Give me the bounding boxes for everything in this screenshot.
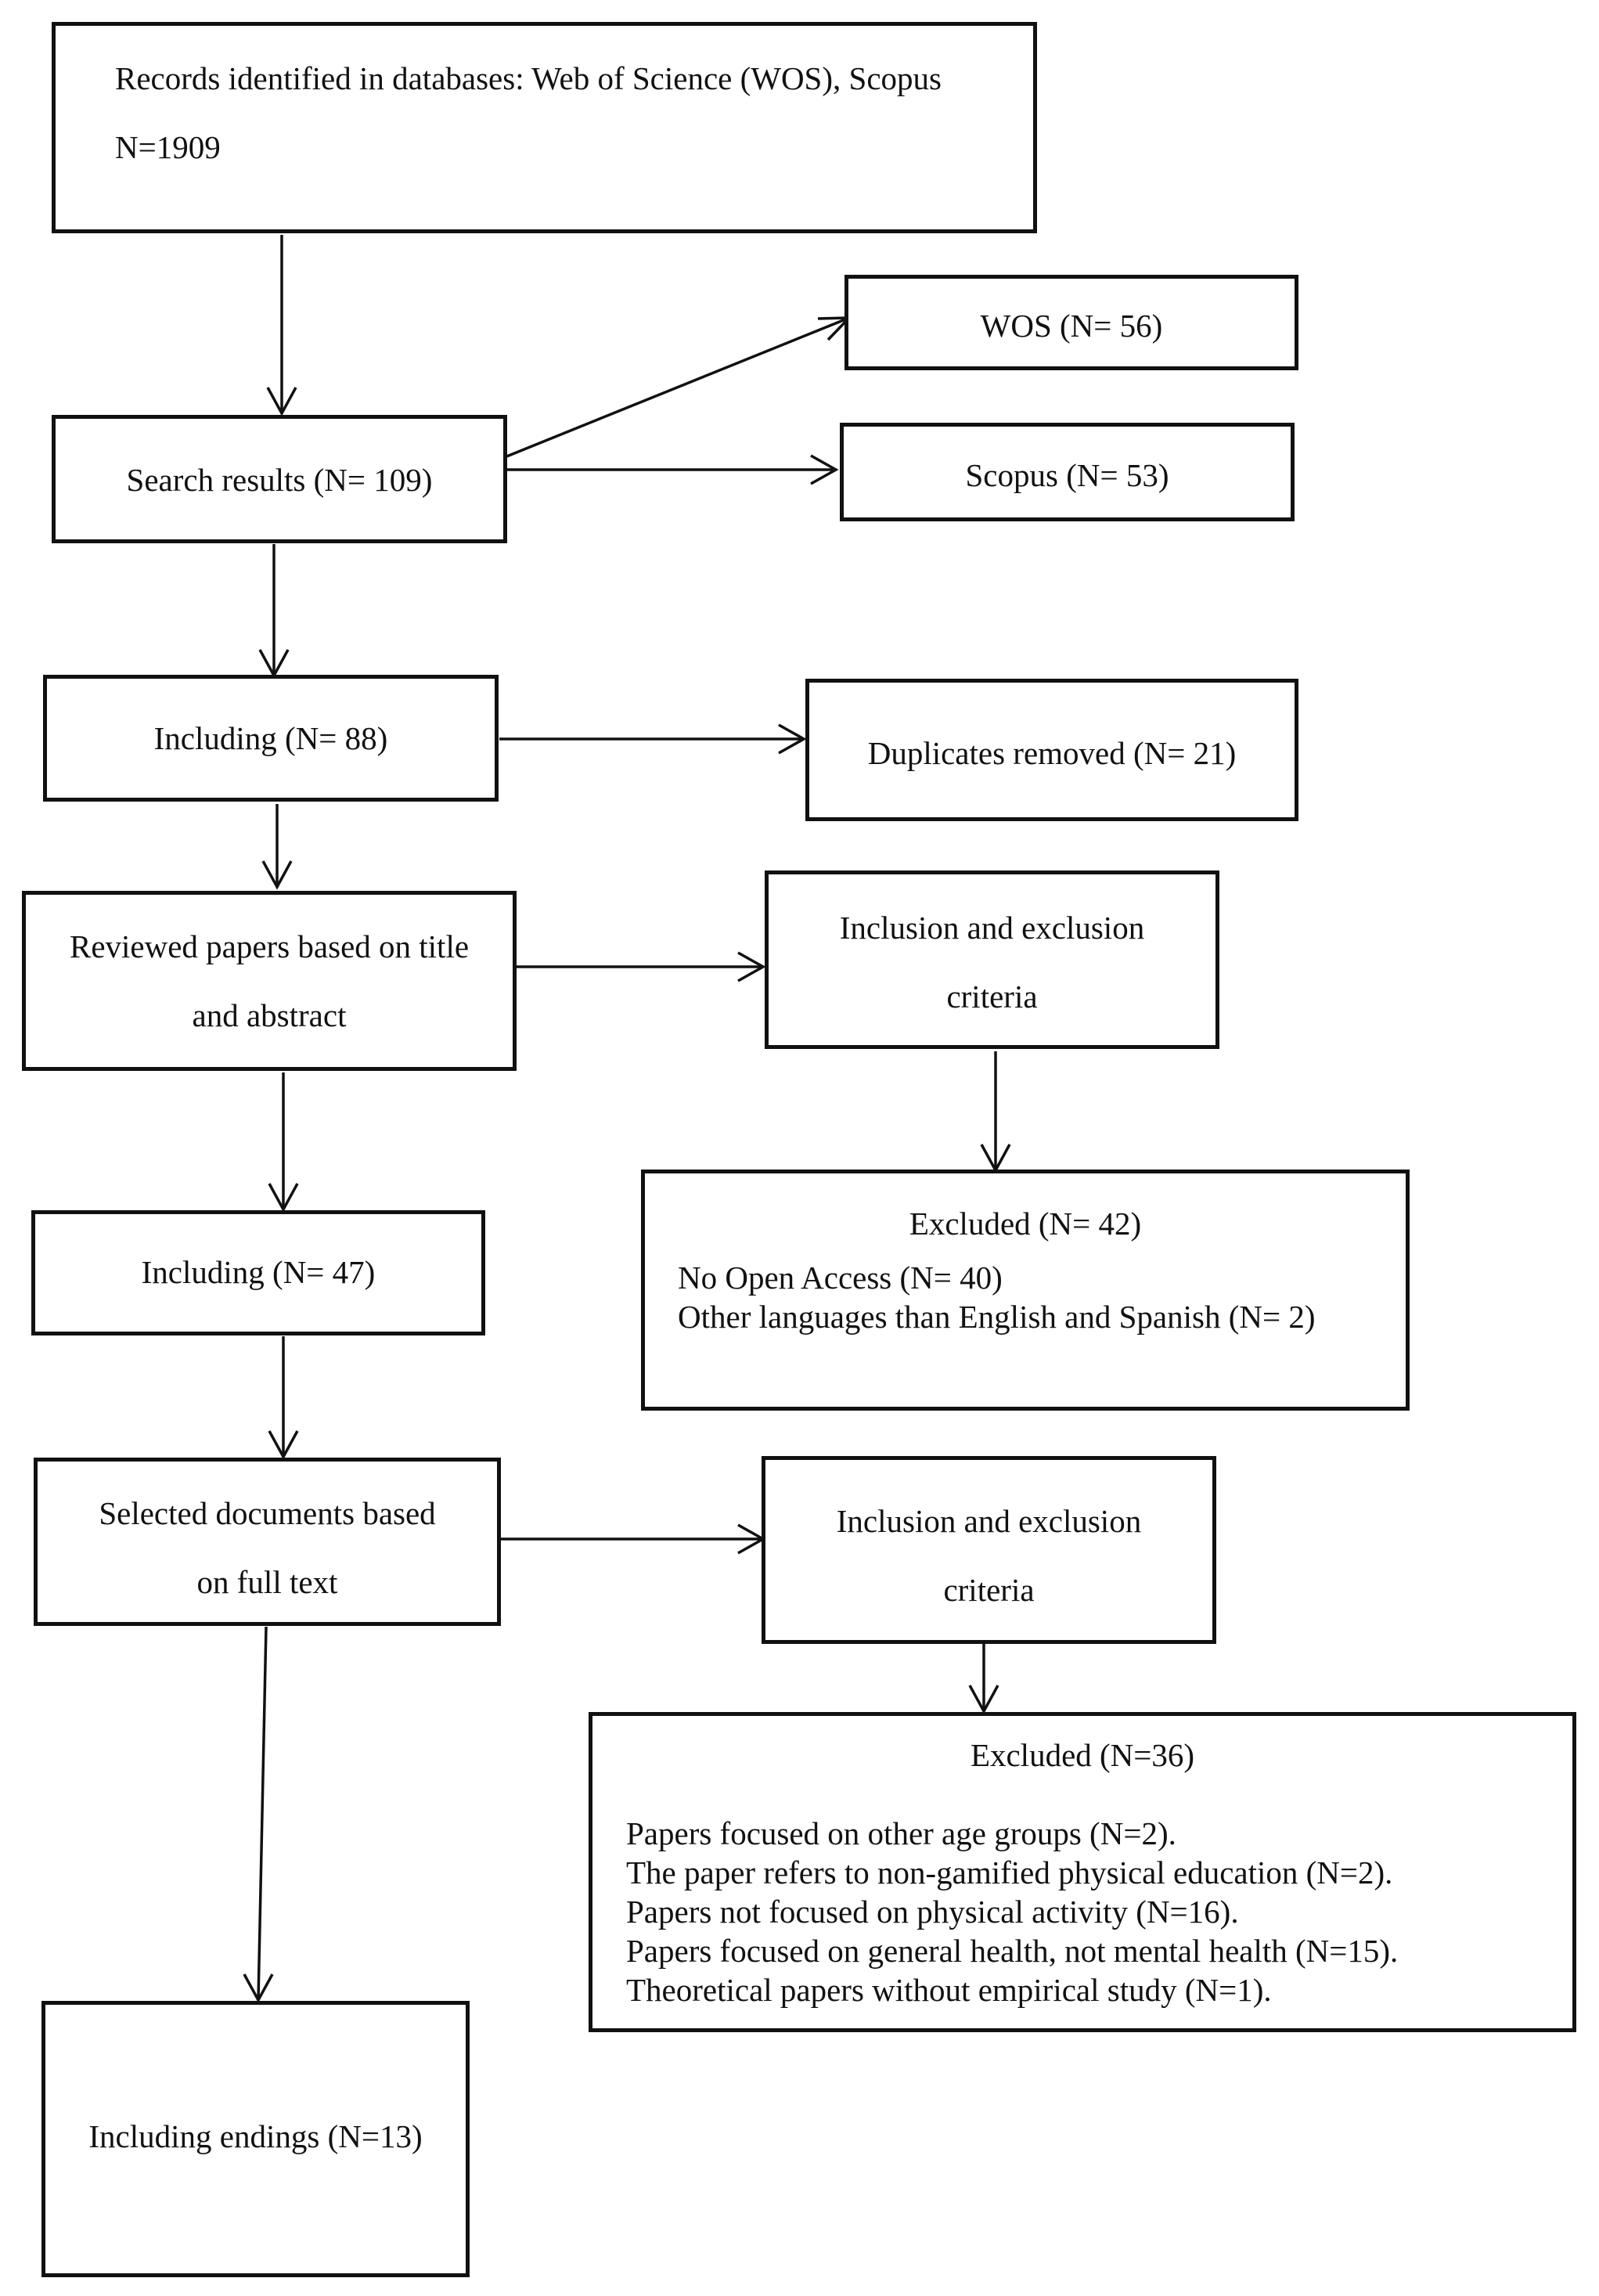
search-results-box: Search results (N= 109) bbox=[52, 415, 507, 543]
arrowhead bbox=[968, 1685, 999, 1714]
excluded-2-title: Excluded (N=36) bbox=[970, 1737, 1195, 1773]
criteria-box-1: Inclusion and exclusion criteria bbox=[765, 870, 1219, 1049]
excluded-1-item: No Open Access (N= 40) bbox=[678, 1260, 1003, 1296]
records-box: Records identified in databases: Web of … bbox=[52, 22, 1037, 233]
arrowhead bbox=[268, 1430, 299, 1460]
excluded-2-item: Theoretical papers without empirical stu… bbox=[626, 1972, 1272, 2008]
including-endings-label: Including endings (N=13) bbox=[88, 2118, 423, 2154]
criteria-2-line2: criteria bbox=[943, 1572, 1035, 1608]
search-results-label: Search results (N= 109) bbox=[126, 462, 433, 498]
wos-label: WOS (N= 56) bbox=[980, 308, 1163, 344]
reviewed-line1: Reviewed papers based on title bbox=[69, 928, 470, 964]
excluded-2-item: Papers not focused on physical activity … bbox=[626, 1894, 1239, 1930]
excluded-2-item: The paper refers to non-gamified physica… bbox=[626, 1854, 1393, 1891]
selected-line2: on full text bbox=[196, 1564, 338, 1600]
records-line1: Records identified in databases: Web of … bbox=[115, 60, 942, 96]
duplicates-box: Duplicates removed (N= 21) bbox=[805, 679, 1298, 821]
criteria-1-line1: Inclusion and exclusion bbox=[839, 910, 1145, 946]
arrowhead bbox=[737, 951, 766, 982]
including-88-label: Including (N= 88) bbox=[153, 720, 388, 756]
records-line2: N=1909 bbox=[115, 129, 221, 165]
reviewed-papers-box: Reviewed papers based on title and abstr… bbox=[22, 891, 517, 1071]
selected-line1: Selected documents based bbox=[99, 1495, 436, 1531]
arrowhead bbox=[261, 860, 293, 890]
excluded-1-item: Other languages than English and Spanish… bbox=[678, 1299, 1316, 1335]
excluded-2-item: Papers focused on other age groups (N=2)… bbox=[626, 1815, 1176, 1851]
duplicates-label: Duplicates removed (N= 21) bbox=[867, 735, 1237, 771]
criteria-1-line2: criteria bbox=[946, 979, 1038, 1015]
including-47-box: Including (N= 47) bbox=[31, 1210, 485, 1335]
including-endings-box: Including endings (N=13) bbox=[41, 2001, 470, 2277]
reviewed-line2: and abstract bbox=[192, 997, 347, 1033]
criteria-2-line1: Inclusion and exclusion bbox=[836, 1503, 1142, 1539]
including-47-label: Including (N= 47) bbox=[141, 1254, 376, 1290]
criteria-box-2: Inclusion and exclusion criteria bbox=[762, 1456, 1216, 1644]
scopus-label: Scopus (N= 53) bbox=[965, 457, 1169, 493]
excluded-1-title: Excluded (N= 42) bbox=[909, 1206, 1142, 1242]
arrowhead bbox=[810, 454, 839, 485]
arrowhead bbox=[266, 387, 297, 416]
arrow-selected-to-endings bbox=[257, 1626, 268, 2001]
arrowhead bbox=[778, 723, 807, 755]
excluded-box-2: Excluded (N=36) Papers focused on other … bbox=[589, 1712, 1576, 2032]
excluded-box-1: Excluded (N= 42) No Open Access (N= 40) … bbox=[641, 1170, 1410, 1411]
arrowhead bbox=[268, 1183, 299, 1213]
including-88-box: Including (N= 88) bbox=[43, 675, 499, 802]
arrow-search-to-wos bbox=[504, 316, 850, 459]
excluded-2-item: Papers focused on general health, not me… bbox=[626, 1933, 1399, 1969]
arrowhead bbox=[243, 1973, 274, 2003]
wos-box: WOS (N= 56) bbox=[845, 275, 1298, 370]
selected-documents-box: Selected documents based on full text bbox=[34, 1458, 501, 1626]
scopus-box: Scopus (N= 53) bbox=[840, 423, 1295, 521]
